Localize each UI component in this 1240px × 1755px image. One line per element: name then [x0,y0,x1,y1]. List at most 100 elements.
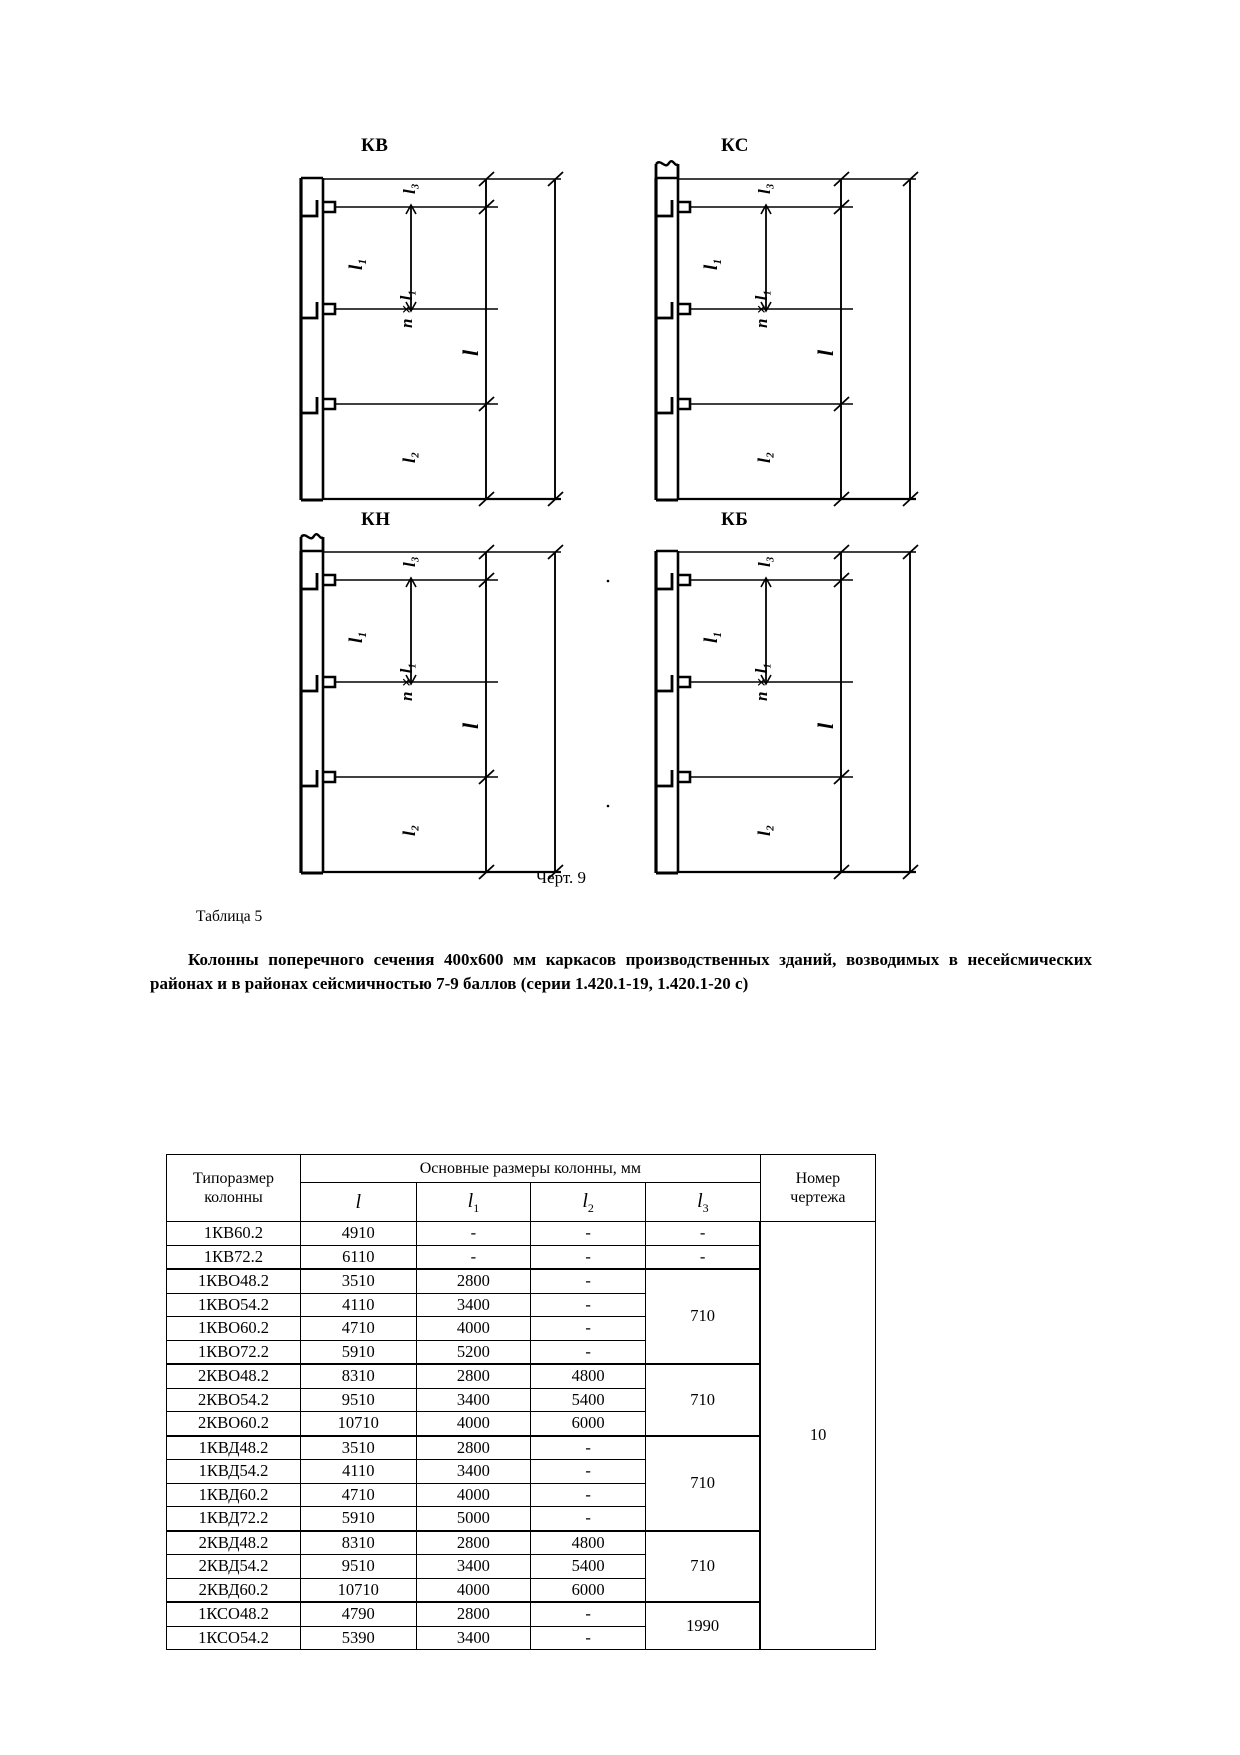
cell-typesize: 2КВО60.2 [166,1411,301,1437]
cell-l3-merged: 1990 [644,1601,761,1650]
cell-l2: - [530,1339,646,1365]
cell-typesize: 1КВО72.2 [166,1339,301,1365]
cell-l3-merged: 710 [644,1363,761,1436]
svg-text:l₁: l₁ [701,258,722,270]
svg-text:l₃: l₃ [755,556,774,567]
columns-dimensions-table-wrap: Типоразмер колонны Основные размеры коло… [166,1154,876,1650]
cell-l2: - [530,1482,646,1507]
cell-typesize: 1КВД72.2 [166,1506,301,1532]
cell-l1: 4000 [415,1316,532,1341]
svg-text:l₂: l₂ [399,452,419,463]
cell-l: 5910 [300,1506,417,1532]
cell-l1: 4000 [415,1482,532,1507]
header-column-drawing-number: Номер чертежа [759,1154,876,1222]
table-body: 1КВ60.2 4910 - - - 10 1КВ72.2 6110 - - -… [166,1221,876,1650]
cell-typesize: 2КВД60.2 [166,1577,301,1603]
table-row: 2КВО54.2 9510 3400 5400 [166,1387,876,1412]
cell-l: 8310 [300,1529,417,1555]
cell-l3: - [644,1244,761,1270]
columns-dimensions-table: Типоразмер колонны Основные размеры коло… [166,1154,876,1650]
table-row: 1КСО54.2 5390 3400 - [166,1625,876,1650]
svg-text:l₁: l₁ [346,631,367,643]
cell-l: 3510 [300,1268,417,1294]
svg-text:l: l [458,349,483,356]
cell-l2: 6000 [530,1411,646,1437]
cell-l: 10710 [300,1577,417,1603]
cell-l2: - [530,1434,646,1460]
cell-l2: 6000 [530,1577,646,1603]
cell-l1: 2800 [415,1434,532,1460]
cell-l1: 3400 [415,1387,532,1412]
cell-l2: 4800 [530,1363,646,1389]
cell-l1: 2800 [415,1529,532,1555]
svg-text:l₂: l₂ [754,825,774,836]
cell-l3-merged: 710 [644,1529,761,1603]
header-group-main-dimensions: Основные размеры колонны, мм [300,1154,761,1183]
cell-typesize: 1КВ60.2 [166,1221,301,1246]
cell-typesize: 1КСО54.2 [166,1625,301,1650]
figure-label-ks: КС [721,135,750,156]
table-row: 1КВД72.2 5910 5000 - [166,1506,876,1532]
cell-typesize: 1КВ72.2 [166,1244,301,1270]
table-row: 2КВД54.2 9510 3400 5400 [166,1554,876,1579]
cell-l2: - [530,1244,646,1270]
header-drawnum-line1: Номер [795,1170,841,1187]
header-typesize-line1: Типоразмер [193,1170,274,1187]
svg-text:n × l₁: n × l₁ [752,663,771,701]
cell-l2: - [530,1316,646,1341]
cell-typesize: 2КВО54.2 [166,1387,301,1412]
svg-text:l₂: l₂ [399,825,419,836]
cell-l: 4110 [300,1292,417,1317]
cell-typesize: 1КВО60.2 [166,1316,301,1341]
cell-l1: 3400 [415,1625,532,1650]
cell-l1: 2800 [415,1363,532,1389]
table-row: 1КВД48.2 3510 2800 - 710 [166,1434,876,1531]
column-diagrams-svg: l₃ l₁ n × l₁ l₂ l l₃ l₁ n × l₁ l₂ l l₃ l… [299,159,920,881]
cell-l: 4910 [300,1221,417,1246]
header-column-l: l [300,1182,417,1222]
cell-l: 8310 [300,1363,417,1389]
table-header-row-1: Типоразмер колонны Основные размеры коло… [166,1154,876,1222]
cell-l3-merged: 710 [644,1268,761,1365]
cell-l: 3510 [300,1434,417,1460]
header-column-l3: l3 [644,1182,761,1222]
header-column-l1: l1 [415,1182,532,1222]
cell-l2: - [530,1268,646,1294]
svg-text:n × l₁: n × l₁ [397,290,416,328]
cell-l1: 3400 [415,1292,532,1317]
cell-l: 4710 [300,1316,417,1341]
table-row: 1КВО72.2 5910 5200 - [166,1339,876,1365]
diagram-kb: l₃ l₁ n × l₁ l₂ l [606,543,920,881]
svg-text:l: l [813,349,838,356]
table-row: 2КВД48.2 8310 2800 4800 710 [166,1529,876,1603]
header-drawnum-line2: чертежа [790,1189,846,1206]
cell-l1: - [415,1221,532,1246]
cell-l1: 5200 [415,1339,532,1365]
table-row: 2КВО48.2 8310 2800 4800 710 [166,1363,876,1436]
table-number-label: Таблица 5 [196,908,263,925]
cell-l3: - [644,1221,761,1246]
cell-typesize: 1КВД60.2 [166,1482,301,1507]
svg-text:l₃: l₃ [400,183,419,194]
cell-l: 4790 [300,1601,417,1627]
table-row: 1КВД54.2 4110 3400 - [166,1459,876,1484]
svg-text:l: l [458,722,483,729]
cell-l2: 5400 [530,1554,646,1579]
header-typesize-line2: колонны [204,1189,263,1206]
svg-text:n × l₁: n × l₁ [752,290,771,328]
cell-l1: 4000 [415,1577,532,1603]
svg-text:l₁: l₁ [701,631,722,643]
diagram-kv: l₃ l₁ n × l₁ l₂ l [299,170,565,508]
cell-typesize: 1КВО48.2 [166,1268,301,1294]
cell-l2: 5400 [530,1387,646,1412]
cell-typesize: 1КВД54.2 [166,1459,301,1484]
cell-l1: 4000 [415,1411,532,1437]
cell-l: 4110 [300,1459,417,1484]
cell-l1: 5000 [415,1506,532,1532]
cell-l1: 3400 [415,1554,532,1579]
cell-l1: 2800 [415,1268,532,1294]
table-row: 2КВО60.2 10710 4000 6000 [166,1411,876,1437]
svg-text:l₁: l₁ [346,258,367,270]
svg-text:l₃: l₃ [400,556,419,567]
figures-area: КВ КС КН КБ [299,135,920,887]
